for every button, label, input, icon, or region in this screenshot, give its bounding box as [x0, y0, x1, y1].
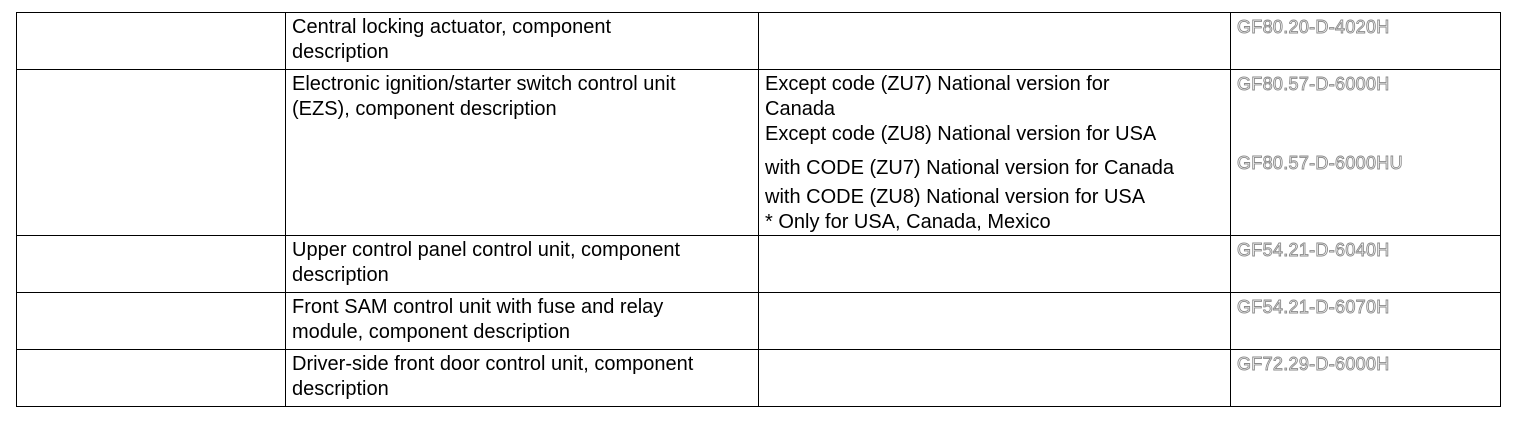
description-line: module, component description: [292, 321, 570, 343]
component-description-cell: Front SAM control unit with fuse and rel…: [285, 292, 759, 350]
condition-line: with CODE (ZU7) National version for Can…: [765, 157, 1175, 179]
condition-line: * Only for USA, Canada, Mexico: [765, 211, 1051, 233]
conditions-cell: Except code (ZU7) National version for C…: [758, 69, 1231, 236]
document-reference-link[interactable]: GF72.29-D-6000H: [1237, 354, 1390, 375]
conditions-cell: [758, 235, 1231, 293]
component-description-cell: Central locking actuator, component desc…: [285, 12, 759, 70]
empty-cell: [16, 235, 286, 293]
description-line: Electronic ignition/starter switch contr…: [292, 73, 676, 95]
empty-cell: [16, 292, 286, 350]
conditions-cell: [758, 292, 1231, 350]
condition-line: Except code (ZU8) National version for U…: [765, 123, 1157, 145]
reference-cell: GF80.20-D-4020H: [1230, 12, 1501, 70]
empty-cell: [16, 12, 286, 70]
component-description-cell: Upper control panel control unit, compon…: [285, 235, 759, 293]
empty-cell: [16, 69, 286, 236]
reference-cell: GF72.29-D-6000H: [1230, 349, 1501, 407]
component-description-cell: Driver-side front door control unit, com…: [285, 349, 759, 407]
description-line: Front SAM control unit with fuse and rel…: [292, 296, 664, 318]
document-reference-link[interactable]: GF80.20-D-4020H: [1237, 17, 1390, 38]
table-row: Driver-side front door control unit, com…: [16, 349, 1501, 407]
description-line: Upper control panel control unit, compon…: [292, 239, 681, 261]
condition-line: with CODE (ZU8) National version for USA: [765, 186, 1146, 208]
conditions-cell: [758, 12, 1231, 70]
reference-cell: GF80.57-D-6000H GF80.57-D-6000HU: [1230, 69, 1501, 236]
description-line: (EZS), component description: [292, 98, 557, 120]
empty-cell: [16, 349, 286, 407]
description-line: description: [292, 264, 389, 286]
description-line: description: [292, 41, 389, 63]
table-row: Upper control panel control unit, compon…: [16, 235, 1501, 293]
table-row: Electronic ignition/starter switch contr…: [16, 69, 1501, 236]
component-description-cell: Electronic ignition/starter switch contr…: [285, 69, 759, 236]
condition-line: Canada: [765, 98, 836, 120]
condition-line: Except code (ZU7) National version for: [765, 73, 1110, 95]
document-reference-link[interactable]: GF80.57-D-6000HU: [1237, 153, 1403, 174]
table-row: Central locking actuator, component desc…: [16, 12, 1501, 70]
document-reference-link[interactable]: GF54.21-D-6070H: [1237, 297, 1390, 318]
document-reference-link[interactable]: GF80.57-D-6000H: [1237, 74, 1390, 95]
conditions-cell: [758, 349, 1231, 407]
table-row: Front SAM control unit with fuse and rel…: [16, 292, 1501, 350]
reference-cell: GF54.21-D-6040H: [1230, 235, 1501, 293]
description-line: Driver-side front door control unit, com…: [292, 353, 694, 375]
description-line: description: [292, 378, 389, 400]
document-reference-link[interactable]: GF54.21-D-6040H: [1237, 240, 1390, 261]
description-line: Central locking actuator, component: [292, 16, 612, 38]
component-reference-table: Central locking actuator, component desc…: [16, 12, 1501, 407]
reference-cell: GF54.21-D-6070H: [1230, 292, 1501, 350]
